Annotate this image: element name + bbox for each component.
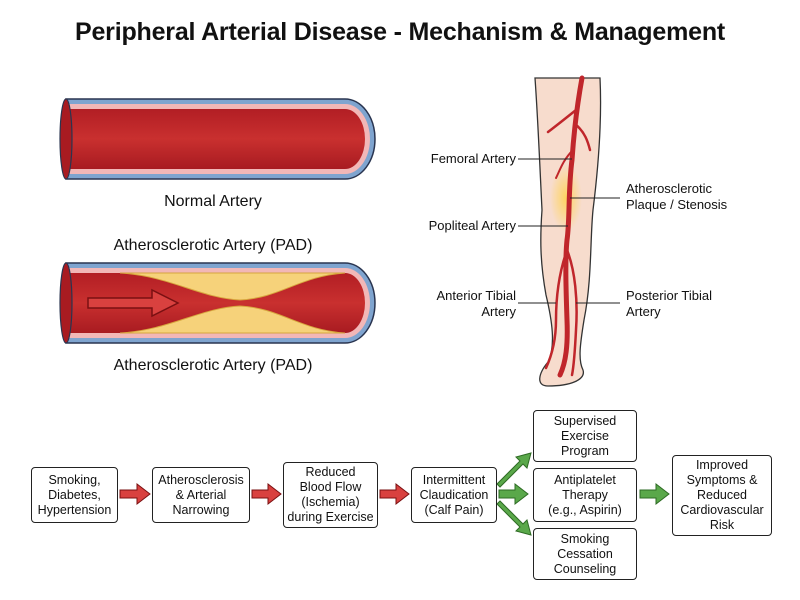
flow-arrows [119, 452, 670, 536]
arrow-down [496, 500, 532, 536]
exercise-program-box: Supervised Exercise Program [533, 410, 637, 462]
antiplatelet-therapy-box: Antiplatelet Therapy (e.g., Aspirin) [533, 468, 637, 522]
plaque-bottom [119, 305, 346, 334]
outcome-box: Improved Symptoms & Reduced Cardiovascul… [672, 455, 772, 536]
main-artery [557, 75, 585, 378]
arrow-2 [251, 482, 282, 506]
plaque-stenosis-label: Atherosclerotic Plaque / Stenosis [626, 181, 728, 212]
pad-artery-caption: Atherosclerotic Artery (PAD) [113, 357, 313, 374]
risk-factors-box: Smoking, Diabetes, Hypertension [31, 467, 118, 523]
arrow-outcome [639, 482, 670, 506]
reduced-flow-box: Reduced Blood Flow (Ischemia) during Exe… [283, 462, 378, 528]
arrow-3 [379, 482, 410, 506]
leg-illustration [518, 75, 620, 387]
pad-artery-heading: Atherosclerotic Artery (PAD) [113, 237, 313, 254]
anterior-tibial-label: Anterior Tibial Artery [436, 288, 516, 319]
normal-artery-caption: Normal Artery [164, 193, 262, 210]
plaque-top [119, 272, 346, 301]
arrow-up [496, 452, 532, 488]
popliteal-artery-label: Popliteal Artery [428, 218, 516, 233]
blood-flow-arrow [87, 288, 180, 318]
page-title: Peripheral Arterial Disease - Mechanism … [74, 18, 726, 46]
arrow-1 [119, 482, 151, 506]
atherosclerosis-box: Atherosclerosis & Arterial Narrowing [152, 467, 250, 523]
posterior-tibial-label: Posterior Tibial Artery [626, 288, 712, 319]
pad-artery [59, 262, 376, 344]
normal-artery [59, 98, 376, 180]
claudication-box: Intermittent Claudication (Calf Pain) [411, 467, 497, 523]
arrow-mid [498, 482, 529, 506]
smoking-cessation-box: Smoking Cessation Counseling [533, 528, 637, 580]
femoral-artery-label: Femoral Artery [430, 151, 516, 166]
